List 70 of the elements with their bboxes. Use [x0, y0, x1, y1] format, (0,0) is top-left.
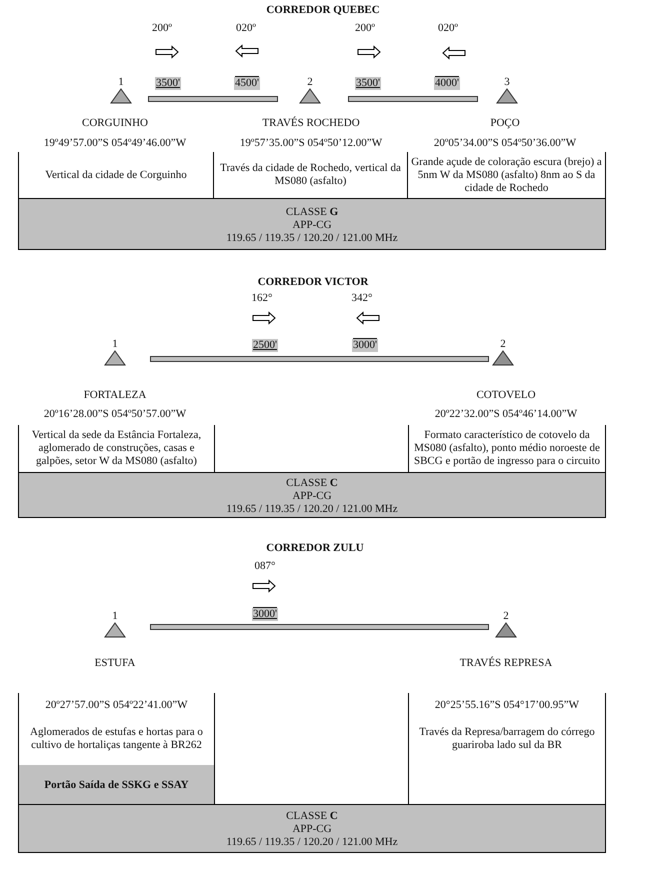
altitude-label: 3000' — [352, 339, 378, 352]
waypoint-description: Aglomerados de estufas e hortas para o cultivo de hortaliças tangente à BR262 — [29, 726, 204, 752]
radio-frequencies: 119.65 / 119.35 / 120.20 / 121.00 MHz — [226, 232, 398, 244]
control-unit: APP-CG — [292, 823, 332, 836]
waypoint-number: 1 — [118, 76, 124, 88]
waypoint-marker — [491, 338, 515, 366]
waypoint-coordinates: 20°25’55.16”S 054°17’00.95”W — [434, 699, 580, 712]
waypoint-description: Grande açude de coloração escura (brejo) a 5nm W da MS080 (asfalto) 8nm ao S da cidade de Rochedo — [411, 156, 602, 194]
waypoint-number: 1 — [112, 610, 118, 622]
heading-label: 020º — [438, 22, 458, 35]
waypoint-coordinates: 20º05’34.00”S 054º50’36.00”W — [434, 137, 576, 150]
control-unit: APP-CG — [292, 218, 332, 232]
corridor-title: CORREDOR ZULU — [266, 542, 364, 555]
heading-label: 342° — [352, 292, 372, 305]
waypoint-name: ESTUFA — [94, 657, 136, 670]
altitude-label: 3500' — [355, 77, 381, 90]
heading-label: 020º — [236, 22, 256, 35]
waypoint-number: 2 — [500, 338, 506, 350]
airspace-class-band — [18, 198, 606, 250]
heading-label: 200º — [355, 22, 375, 35]
waypoint-description: Través da cidade de Rochedo, vertical da MS080 (asfalto) — [219, 162, 402, 188]
waypoint-name: CORGUINHO — [82, 117, 148, 130]
altitude-label: 4500' — [234, 77, 260, 90]
waypoint-name: FORTALEZA — [84, 389, 146, 402]
waypoint-name: COTOVELO — [476, 389, 536, 402]
heading-label: 200º — [152, 22, 172, 35]
waypoint-number: 2 — [503, 610, 509, 622]
radio-frequencies: 119.65 / 119.35 / 120.20 / 121.00 MHz — [226, 836, 398, 849]
waypoint-description: Través da Represa/barragem do córrego guariroba lado sul da BR — [418, 726, 596, 752]
waypoint-name: TRAVÉS ROCHEDO — [262, 117, 360, 130]
waypoint-number: 3 — [504, 76, 510, 88]
airspace-class-band — [18, 472, 606, 518]
waypoint-marker — [103, 338, 127, 366]
waypoint-name: POÇO — [490, 117, 520, 130]
waypoint-number: 1 — [112, 338, 118, 350]
radio-frequencies: 119.65 / 119.35 / 120.20 / 121.00 MHz — [226, 502, 398, 516]
waypoint-marker — [109, 76, 133, 104]
waypoint-name: TRAVÉS REPRESA — [460, 657, 552, 670]
corridor-bar — [150, 356, 489, 362]
waypoint-coordinates: 20º22’32.00”S 054º46’14.00”W — [434, 408, 578, 421]
altitude-label: 3500' — [155, 77, 181, 90]
waypoint-description: Vertical da cidade de Corguinho — [45, 168, 187, 182]
waypoint-marker — [495, 76, 519, 104]
waypoint-marker — [103, 610, 127, 638]
waypoint-marker — [494, 610, 518, 638]
airspace-class: CLASSE C — [286, 476, 338, 490]
airspace-class: CLASSE G — [286, 206, 338, 218]
corridor-title: CORREDOR QUEBEC — [266, 4, 380, 17]
corridor-bar — [148, 96, 278, 102]
waypoint-coordinates: 19º57’35.00”S 054º50’12.00”W — [240, 137, 382, 150]
corridor-bar — [150, 624, 489, 630]
airspace-class-band — [18, 804, 606, 853]
waypoint-marker — [298, 76, 322, 104]
waypoint-coordinates: 20º27’57.00”S 054º22’41.00”W — [45, 699, 188, 712]
altitude-label: 3000' — [252, 608, 278, 621]
waypoint-coordinates: 19º49’57.00”S 054º49’46.00”W — [44, 137, 186, 150]
altitude-label: 4000' — [434, 77, 460, 90]
altitude-label: 2500' — [252, 339, 278, 352]
waypoint-description: Formato característico de cotovelo da MS080 (asfalto), ponto médio noroeste de SBCG e portão de ingresso para o circuito — [412, 429, 602, 468]
waypoint-description: Vertical da sede da Estância Fortaleza, aglomerado de construções, casas e galpões, setor W da MS080 (asfalto) — [30, 429, 202, 468]
gate-name: Portão Saída de SSKG e SSAY — [44, 778, 189, 792]
airspace-class: CLASSE C — [286, 810, 338, 823]
waypoint-number: 2 — [307, 76, 313, 88]
corridor-bar — [348, 96, 478, 102]
corridor-title: CORREDOR VICTOR — [258, 276, 368, 289]
heading-label: 162° — [252, 292, 272, 305]
waypoint-coordinates: 20º16’28.00”S 054º50’57.00”W — [44, 408, 186, 421]
control-unit: APP-CG — [292, 490, 332, 502]
gate-cell — [18, 765, 215, 805]
heading-label: 087° — [254, 560, 276, 573]
